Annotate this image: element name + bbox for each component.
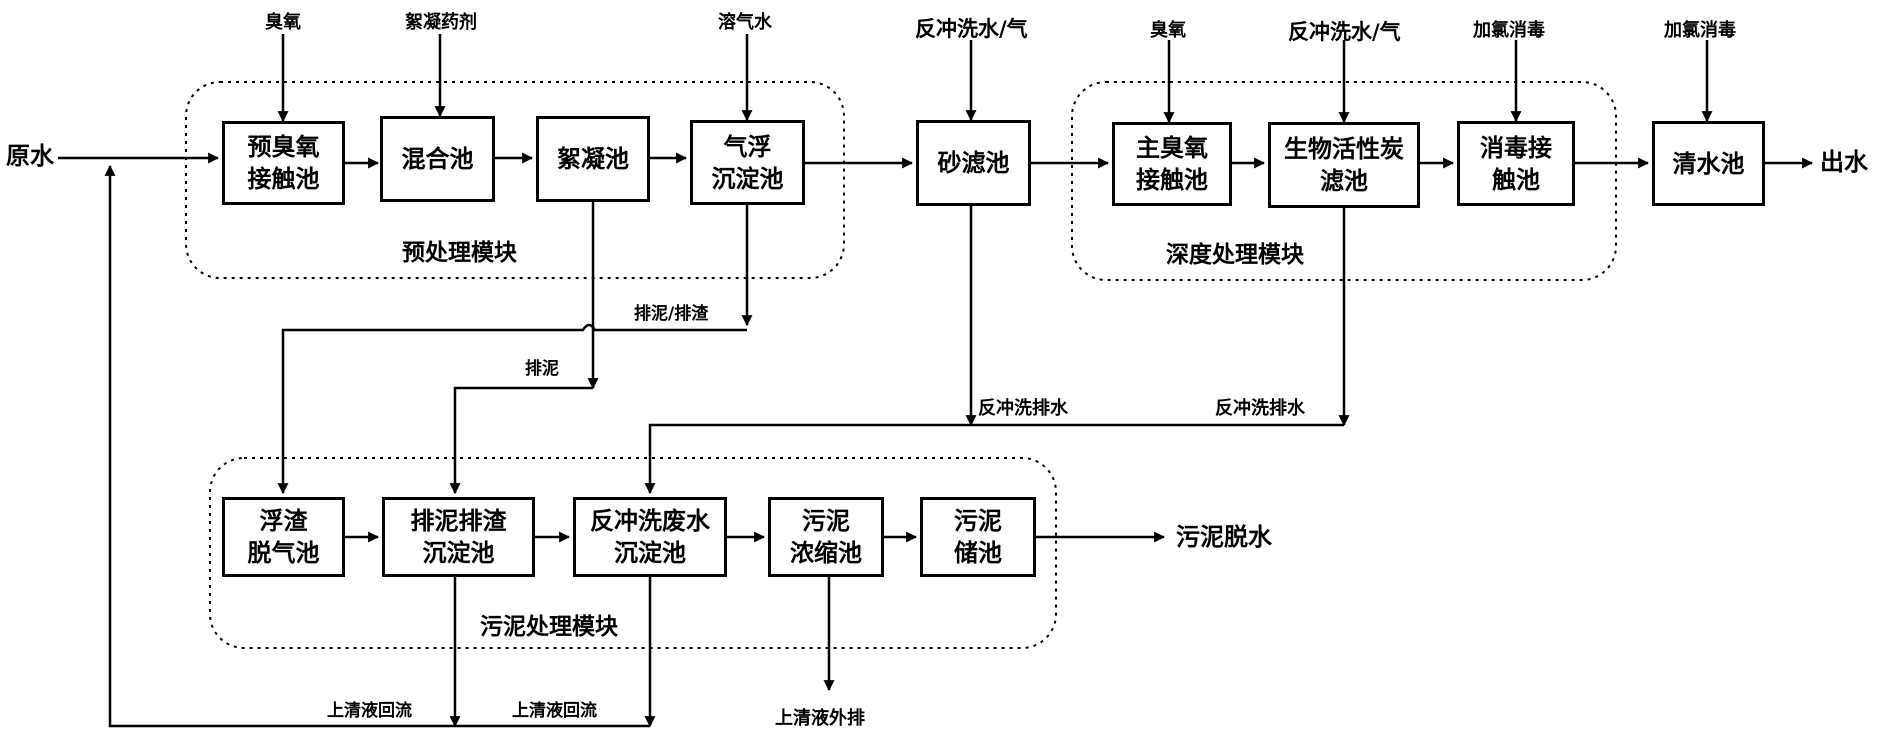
flocculation-tank: 絮凝池: [536, 116, 650, 202]
sludge-module-outline: [209, 457, 1057, 649]
chlorination-label-2: 加氯消毒: [1664, 20, 1736, 41]
advanced-module-outline: [1071, 81, 1617, 281]
arrow-to-sludge-settling: [449, 386, 593, 495]
sludge-scum-settling-tank: 排泥排渣 沉淀池: [382, 497, 535, 577]
pre-ozone-contact-tank: 预臭氧 接触池: [222, 121, 345, 205]
scum-degas-tank: 浮渣 脱气池: [222, 497, 345, 577]
sludge-module-label: 污泥处理模块: [480, 614, 618, 640]
backwash-wastewater-settling-tank: 反冲洗废水 沉淀池: [573, 497, 727, 577]
main-ozone-contact-tank: 主臭氧 接触池: [1112, 122, 1232, 206]
clear-water-tank: 清水池: [1652, 121, 1765, 206]
dissolved-air-water-label: 溶气水: [718, 12, 772, 33]
supernatant-discharge-label: 上清液外排: [775, 708, 865, 729]
sand-filter: 砂滤池: [916, 120, 1031, 206]
outlet-water-label: 出水: [1820, 148, 1868, 176]
backwash-input-label-2: 反冲洗水/气: [1288, 20, 1401, 44]
backwash-drain-label-2: 反冲洗排水: [1215, 398, 1305, 419]
pretreatment-module-label: 预处理模块: [402, 240, 517, 266]
sludge-dewatering-label: 污泥脱水: [1176, 523, 1272, 551]
mixing-tank: 混合池: [380, 116, 495, 202]
sludge-scum-discharge-label: 排泥/排渣: [634, 304, 709, 324]
backwash-drain-label-1: 反冲洗排水: [978, 398, 1068, 419]
supernatant-return-label-2: 上清液回流: [512, 701, 597, 721]
arrow-to-backwash-settling: [644, 423, 1344, 495]
sludge-thickener: 污泥 浓缩池: [768, 497, 884, 577]
ozone-input-label-2: 臭氧: [1150, 20, 1186, 41]
arrow-to-scum-degas: [277, 323, 747, 495]
raw-water-label: 原水: [6, 142, 54, 170]
arrow-supernatant-return: [104, 164, 650, 728]
bac-filter: 生物活性炭 滤池: [1268, 122, 1420, 208]
daf-settling-tank: 气浮 沉淀池: [690, 120, 805, 205]
disinfection-contact-tank: 消毒接 触池: [1457, 121, 1575, 206]
supernatant-return-label-1: 上清液回流: [327, 701, 412, 721]
chlorination-label-1: 加氯消毒: [1473, 20, 1545, 41]
sludge-discharge-label: 排泥: [525, 359, 559, 379]
coagulant-input-label: 絮凝药剂: [405, 12, 477, 33]
backwash-input-label-1: 反冲洗水/气: [915, 17, 1028, 41]
sludge-storage-tank: 污泥 储池: [920, 497, 1036, 577]
ozone-input-label: 臭氧: [265, 12, 301, 33]
advanced-treatment-module-label: 深度处理模块: [1166, 242, 1304, 268]
